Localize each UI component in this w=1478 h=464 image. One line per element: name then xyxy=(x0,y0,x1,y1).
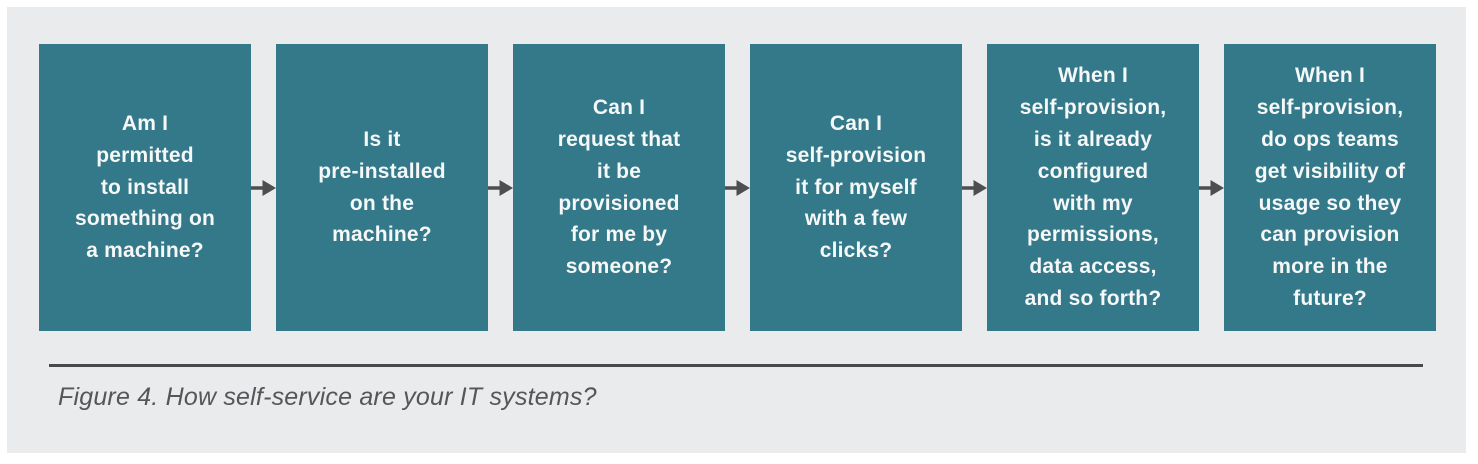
figure-panel: Am I permitted to install something on a… xyxy=(7,7,1466,453)
flow-step-2-text: Is it pre-installed on the machine? xyxy=(318,127,446,247)
arrow-right-icon xyxy=(725,179,750,196)
arrow-right-icon xyxy=(1199,179,1224,196)
arrow-right-icon xyxy=(488,179,513,196)
flow-step-4: Can I self-provision it for myself with … xyxy=(750,44,962,331)
flow-step-1: Am I permitted to install something on a… xyxy=(39,44,251,331)
caption-divider xyxy=(49,364,1423,367)
arrow-right-icon xyxy=(251,179,276,196)
flow-step-5: When I self-provision, is it already con… xyxy=(987,44,1199,331)
flow-arrow-1 xyxy=(251,44,276,331)
flow-arrow-4 xyxy=(962,44,987,331)
flow-step-2: Is it pre-installed on the machine? xyxy=(276,44,488,331)
flow-step-6: When I self-provision, do ops teams get … xyxy=(1224,44,1436,331)
flow-step-1-text: Am I permitted to install something on a… xyxy=(74,111,216,263)
flow-arrow-5 xyxy=(1199,44,1224,331)
self-service-flow: Am I permitted to install something on a… xyxy=(39,44,1436,331)
flow-step-6-text: When I self-provision, do ops teams get … xyxy=(1254,63,1406,311)
flow-step-3-text: Can I request that it be provisioned for… xyxy=(557,95,681,279)
flow-step-3: Can I request that it be provisioned for… xyxy=(513,44,725,331)
flow-step-5-text: When I self-provision, is it already con… xyxy=(1019,63,1167,311)
flow-arrow-2 xyxy=(488,44,513,331)
arrow-right-icon xyxy=(962,179,987,196)
figure-caption: Figure 4. How self-service are your IT s… xyxy=(58,383,597,411)
flow-arrow-3 xyxy=(725,44,750,331)
flow-step-4-text: Can I self-provision it for myself with … xyxy=(785,111,927,263)
